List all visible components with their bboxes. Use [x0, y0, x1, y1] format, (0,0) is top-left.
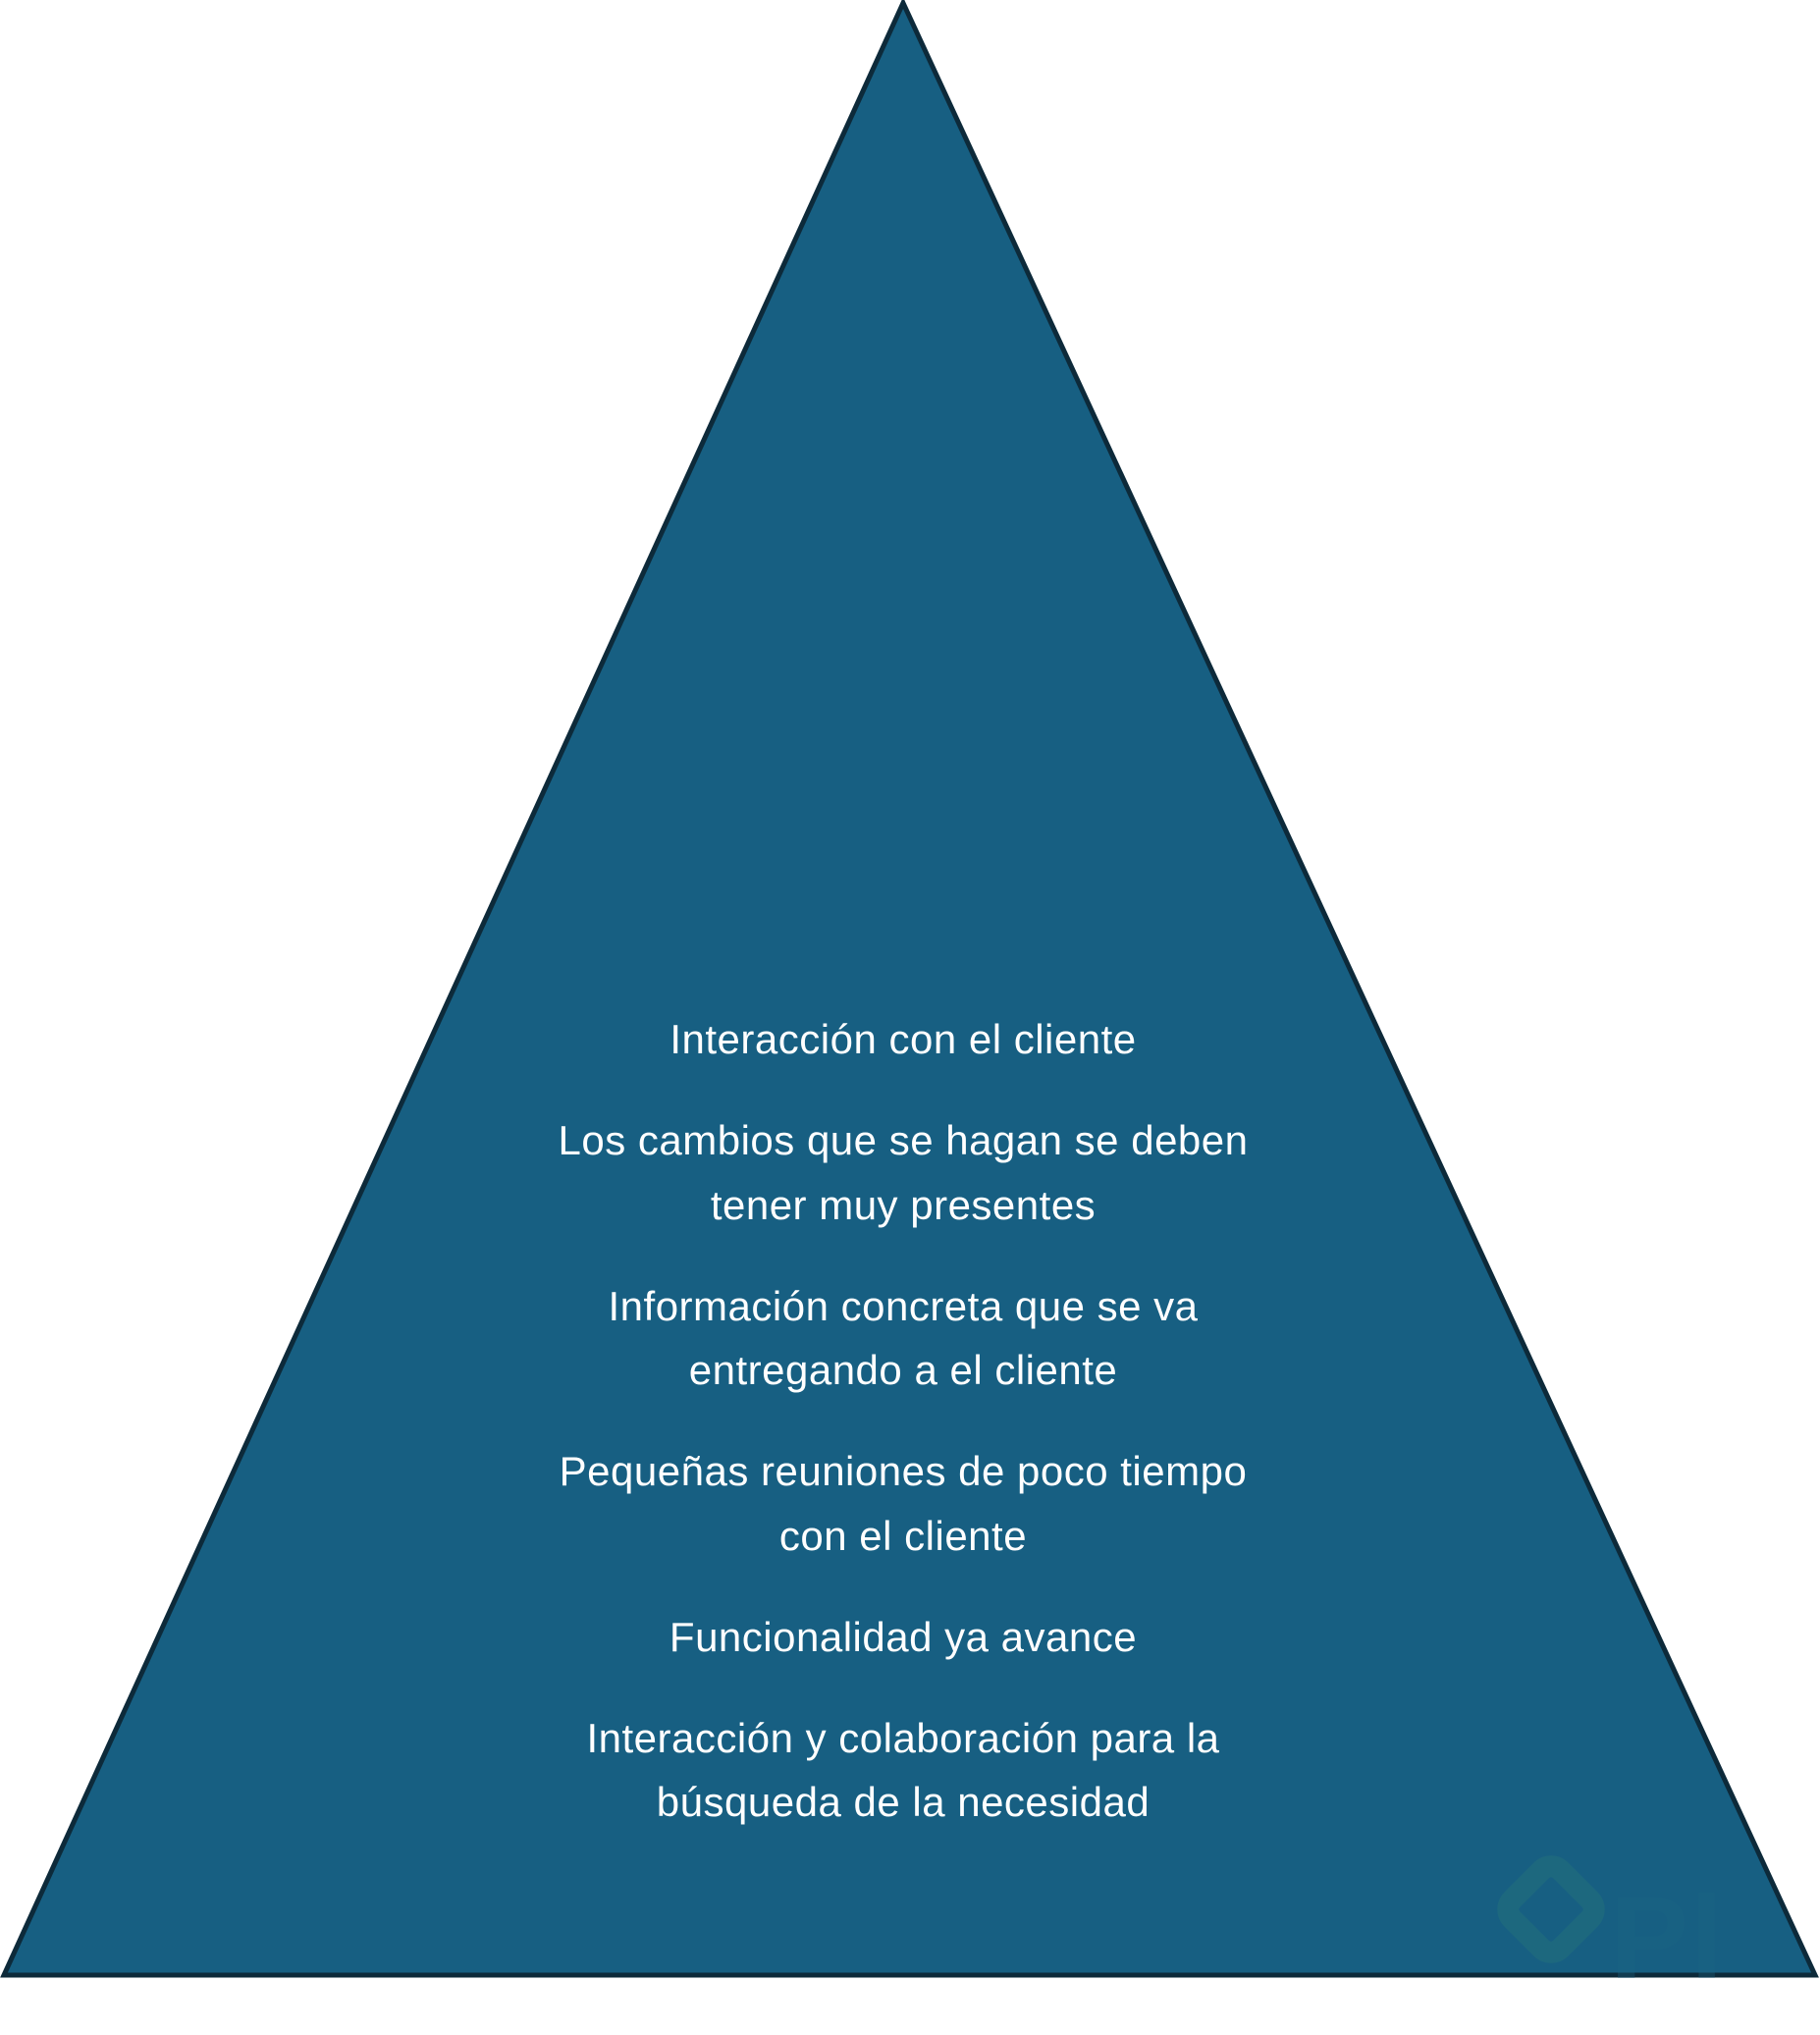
- svg-text:Pl: Pl: [1610, 1872, 1725, 2004]
- pyramid: [0, 0, 1819, 1978]
- item-text: Información concreta que se va: [608, 1283, 1199, 1329]
- item-text: Funcionalidad ya avance: [669, 1614, 1138, 1660]
- watermark-logo-icon: [1497, 1855, 1605, 1963]
- item-text: con el cliente: [778, 1513, 1028, 1559]
- item-text: Interacción y colaboración para la: [586, 1715, 1220, 1761]
- item-text: tener muy presentes: [710, 1182, 1097, 1228]
- pyramid-triangle: [0, 0, 1819, 1978]
- item-text: búsqueda de la necesidad: [656, 1779, 1151, 1825]
- item-text: Pequeñas reuniones de poco tiempo: [559, 1448, 1248, 1494]
- item-text: entregando a el cliente: [688, 1347, 1118, 1393]
- item-text: Interacción con el cliente: [669, 1016, 1137, 1062]
- item-text: Los cambios que se hagan se deben: [558, 1117, 1249, 1163]
- watermark-text: Pl: [1610, 1870, 1806, 2035]
